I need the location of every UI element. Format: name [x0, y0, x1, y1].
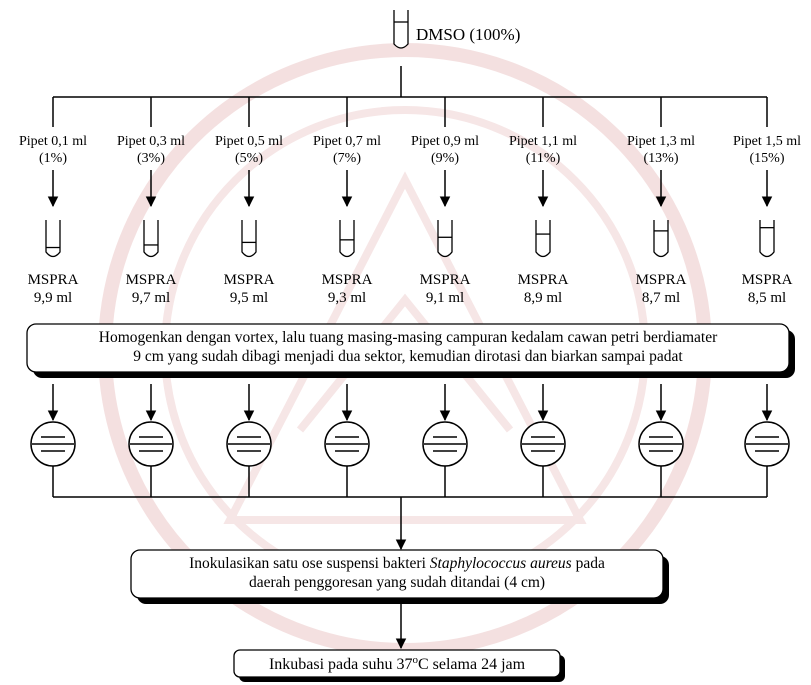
pipet-label: Pipet 0,1 ml: [19, 134, 87, 149]
medium-label: MSPRA: [420, 272, 471, 288]
inoculate-line-1: Inokulasikan satu ose suspensi bakteri S…: [189, 555, 605, 572]
petri-dish-icon: [744, 421, 790, 467]
petri-dish-icon: [422, 421, 468, 467]
percent-label: (11%): [526, 151, 561, 166]
test-tube-icon: [759, 220, 775, 258]
volume-label: 8,9 ml: [524, 290, 562, 306]
percent-label: (15%): [750, 151, 785, 166]
volume-label: 8,5 ml: [748, 290, 786, 306]
column-1: Pipet 0,1 ml (1%) MSPRA 9,9 ml: [19, 97, 87, 497]
petri-dish-icon: [30, 421, 76, 467]
volume-label: 9,9 ml: [34, 290, 72, 306]
column-4: Pipet 0,7 ml (7%) MSPRA 9,3 ml: [313, 97, 381, 497]
percent-label: (9%): [431, 151, 459, 166]
pipet-label: Pipet 1,5 ml: [733, 134, 801, 149]
column-6: Pipet 1,1 ml (11%) MSPRA 8,9 ml: [509, 97, 577, 497]
petri-dish-icon: [226, 421, 272, 467]
column-2: Pipet 0,3 ml (3%) MSPRA 9,7 ml: [117, 97, 185, 497]
homogenize-box: [26, 323, 795, 378]
percent-label: (13%): [644, 151, 679, 166]
volume-label: 9,5 ml: [230, 290, 268, 306]
test-tube-icon: [241, 220, 257, 258]
incubate-text: Inkubasi pada suhu 37oC selama 24 jam: [269, 654, 526, 673]
pipet-label: Pipet 0,9 ml: [411, 134, 479, 149]
pipet-label: Pipet 0,7 ml: [313, 134, 381, 149]
medium-label: MSPRA: [126, 272, 177, 288]
volume-label: 8,7 ml: [642, 290, 680, 306]
homogenize-line-2: 9 cm yang sudah dibagi menjadi dua sekto…: [133, 348, 683, 365]
petri-dish-icon: [128, 421, 174, 467]
volume-label: 9,1 ml: [426, 290, 464, 306]
inoculate-line-2: daerah penggoresan yang sudah ditandai (…: [248, 574, 546, 591]
medium-label: MSPRA: [224, 272, 275, 288]
homogenize-text: Homogenkan dengan vortex, lalu tuang mas…: [27, 328, 789, 366]
test-tube-icon: [143, 220, 159, 258]
medium-label: MSPRA: [28, 272, 79, 288]
medium-label: MSPRA: [322, 272, 373, 288]
inoculate-text: Inokulasikan satu ose suspensi bakteri S…: [131, 554, 663, 592]
percent-label: (3%): [137, 151, 165, 166]
column-5: Pipet 0,9 ml (9%) MSPRA 9,1 ml: [411, 97, 479, 497]
column-3: Pipet 0,5 ml (5%) MSPRA 9,5 ml: [215, 97, 283, 497]
dmso-tube-icon: [393, 10, 409, 49]
test-tube-icon: [339, 220, 355, 258]
pipet-label: Pipet 0,3 ml: [117, 134, 185, 149]
test-tube-icon: [535, 220, 551, 258]
species-name: Staphylococcus aureus: [429, 555, 572, 572]
percent-label: (1%): [39, 151, 67, 166]
pipet-label: Pipet 1,3 ml: [627, 134, 695, 149]
medium-label: MSPRA: [742, 272, 793, 288]
percent-label: (5%): [235, 151, 263, 166]
inoculate-box: [130, 549, 669, 604]
petri-dish-icon: [638, 421, 684, 467]
homogenize-line-1: Homogenkan dengan vortex, lalu tuang mas…: [98, 329, 718, 346]
volume-label: 9,3 ml: [328, 290, 366, 306]
percent-label: (7%): [333, 151, 361, 166]
column-7: Pipet 1,3 ml (13%) MSPRA 8,7 ml: [627, 97, 695, 497]
medium-label: MSPRA: [518, 272, 569, 288]
petri-dish-icon: [520, 421, 566, 467]
pipet-label: Pipet 0,5 ml: [215, 134, 283, 149]
test-tube-icon: [45, 220, 61, 258]
incubate-box: [233, 649, 565, 682]
medium-label: MSPRA: [636, 272, 687, 288]
volume-label: 9,7 ml: [132, 290, 170, 306]
dmso-label: DMSO (100%): [416, 25, 520, 44]
test-tube-icon: [653, 220, 669, 258]
column-8: Pipet 1,5 ml (15%) MSPRA 8,5 ml: [733, 97, 801, 497]
pipet-label: Pipet 1,1 ml: [509, 134, 577, 149]
petri-dish-icon: [324, 421, 370, 467]
test-tube-icon: [437, 220, 453, 258]
